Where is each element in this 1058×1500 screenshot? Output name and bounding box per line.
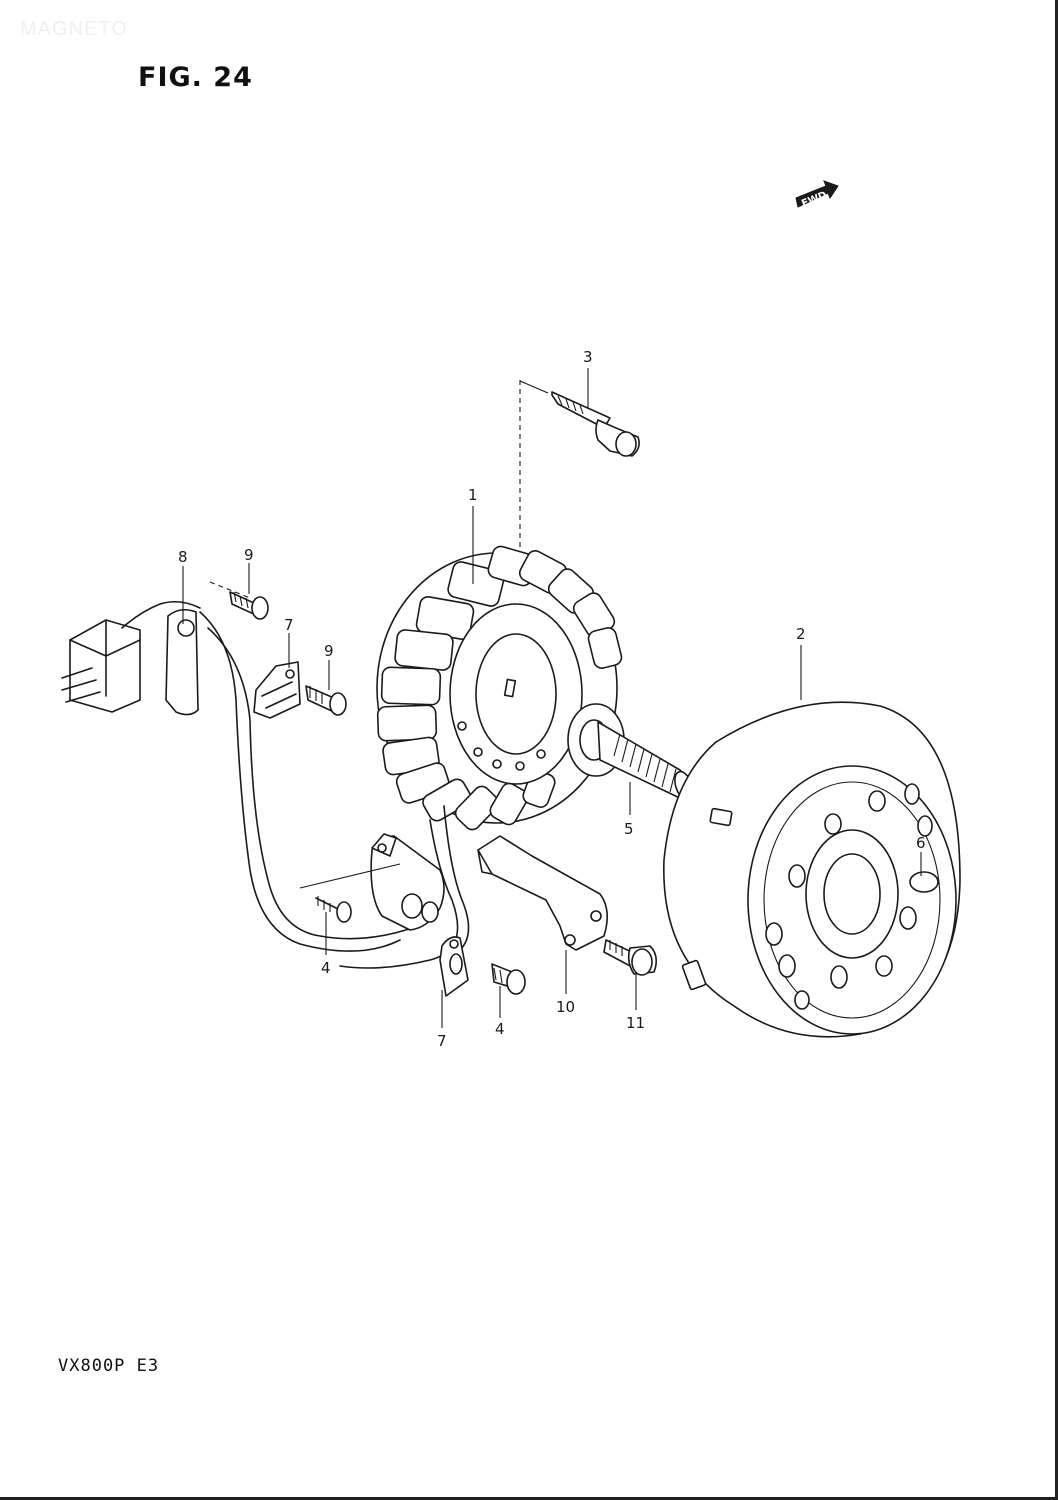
callout-1: 1 [468, 486, 478, 504]
part-6-key [909, 871, 939, 893]
part-connector-block [299, 833, 445, 931]
callout-2: 2 [796, 625, 806, 643]
part-10-bracket [477, 835, 608, 951]
callout-11: 11 [626, 1014, 645, 1032]
callout-8: 8 [178, 548, 188, 566]
callout-6: 6 [916, 834, 926, 852]
stator-coils [376, 545, 623, 831]
callout-5: 5 [624, 820, 634, 838]
rotor-holes [765, 783, 933, 1010]
callout-7b: 7 [437, 1032, 447, 1050]
callout-4b: 4 [495, 1020, 505, 1038]
callout-labels: 3 1 2 5 6 7 7 8 9 9 10 11 4 4 [178, 348, 926, 1050]
callout-9b: 9 [324, 642, 334, 660]
part-1-stator [376, 545, 623, 831]
callout-7a: 7 [284, 616, 294, 634]
part-4-screw-b [491, 963, 526, 995]
leader-lines [182, 368, 922, 1028]
callout-4a: 4 [321, 959, 331, 977]
part-5-shaft [567, 703, 694, 802]
page-edge-right [1055, 0, 1058, 1500]
part-4-screw-a [315, 896, 352, 923]
part-9-screw-b [305, 685, 347, 716]
fwd-arrow-icon: FWD [795, 180, 839, 210]
part-7-clamp-a [253, 661, 301, 719]
part-2-rotor [663, 701, 961, 1038]
figure-title: FIG. 24 [138, 62, 253, 93]
callout-3: 3 [583, 348, 593, 366]
callout-9a: 9 [244, 546, 254, 564]
section-label: MAGNETO [20, 18, 128, 40]
page-edge-bottom [0, 1497, 1058, 1500]
part-7-clamp-b [439, 936, 469, 997]
callout-10: 10 [556, 998, 575, 1016]
part-11-bolt [603, 939, 658, 976]
model-code: VX800P E3 [58, 1356, 160, 1376]
part-9-screw-a [209, 581, 269, 620]
